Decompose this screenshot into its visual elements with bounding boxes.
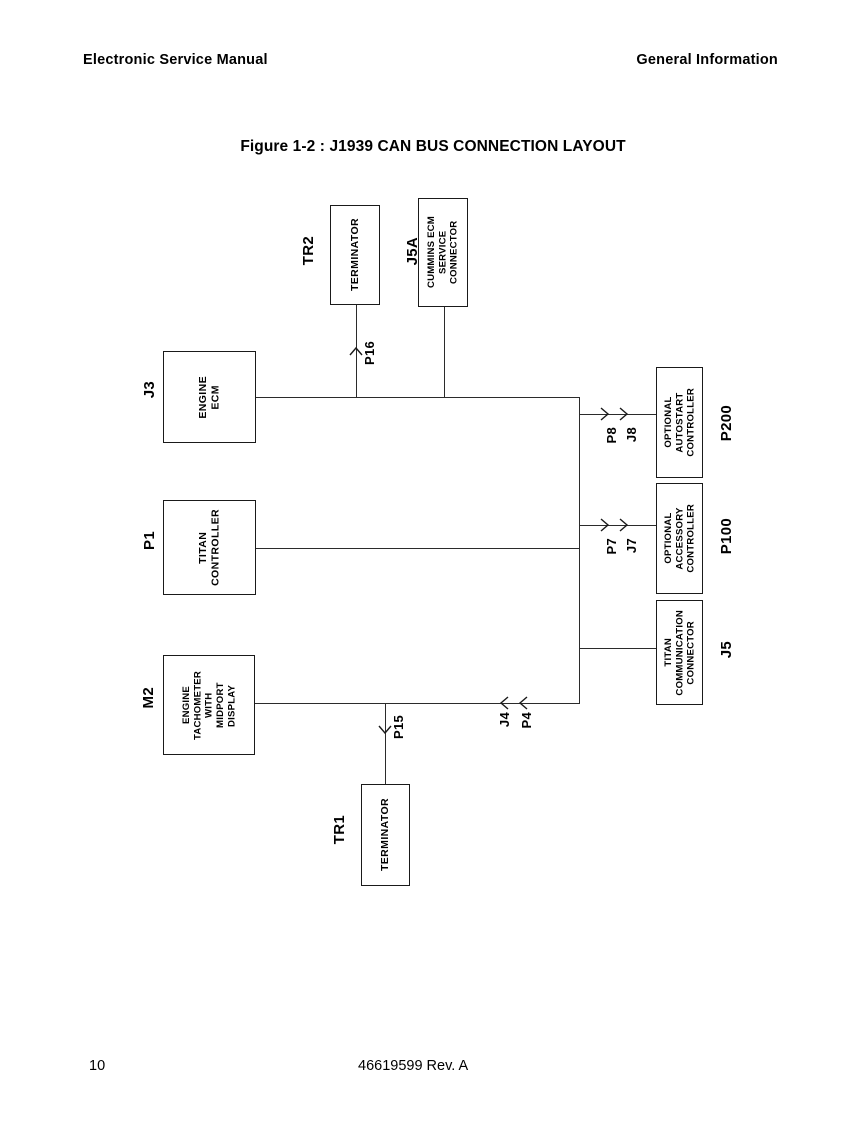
wire-bus-to-tr1 [385, 703, 386, 785]
box-j3-label: ENGINE ECM [197, 375, 222, 419]
wire-tr2-to-bus [356, 305, 357, 398]
box-j3-engine-ecm[interactable]: ENGINE ECM [163, 351, 256, 443]
box-ref-j5: J5 [718, 641, 735, 659]
connector-label-j7: J7 [624, 538, 639, 554]
connector-chevron-p7 [598, 518, 612, 532]
footer-document-number: 46619599 Rev. A [358, 1058, 469, 1074]
page-footer: 10 46619599 Rev. A [0, 1058, 866, 1080]
connector-chevron-p8 [598, 407, 612, 421]
wire-j3-to-trunk [256, 397, 580, 398]
box-p1-label: TITAN CONTROLLER [197, 509, 222, 586]
box-ref-p200: P200 [718, 405, 735, 442]
box-tr1-label: TERMINATOR [379, 798, 392, 872]
j1939-can-bus-diagram: P16 P8 J8 P7 J7 J4 P4 P15 TR2 TERMINATOR… [140, 198, 735, 886]
box-m2-label: ENGINE TACHOMETER WITH MIDPORT DISPLAY [180, 670, 237, 740]
wire-j5a-to-bus [444, 307, 445, 398]
box-tr2-terminator[interactable]: TERMINATOR [330, 205, 380, 305]
footer-page-number: 10 [89, 1058, 106, 1074]
header-right-title: General Information [636, 52, 778, 68]
wire-trunk-to-titan-comm [579, 648, 657, 649]
box-ref-p1: P1 [141, 531, 158, 550]
wire-main-trunk [579, 397, 580, 704]
box-ref-p100: P100 [718, 518, 735, 555]
header-left-title: Electronic Service Manual [83, 52, 268, 68]
box-p100-label: OPTIONAL ACCESSORY CONTROLLER [662, 504, 697, 573]
connector-chevron-p15 [378, 722, 392, 736]
connector-chevron-j4 [497, 696, 511, 710]
connector-chevron-p4 [516, 696, 530, 710]
connector-label-j8: J8 [624, 427, 639, 443]
connector-label-p8: P8 [604, 427, 619, 444]
connector-label-p4: P4 [519, 712, 534, 729]
connector-label-j4: J4 [497, 712, 512, 728]
box-j5-label: TITAN COMMUNICATION CONNECTOR [662, 609, 697, 696]
box-m2-engine-tachometer[interactable]: ENGINE TACHOMETER WITH MIDPORT DISPLAY [163, 655, 255, 755]
box-ref-m2: M2 [140, 687, 157, 709]
box-ref-tr2: TR2 [300, 236, 317, 266]
box-j5-titan-communication-connector[interactable]: TITAN COMMUNICATION CONNECTOR [656, 600, 703, 705]
box-ref-tr1: TR1 [331, 815, 348, 845]
wire-p1-to-trunk [256, 548, 580, 549]
box-p200-optional-autostart-controller[interactable]: OPTIONAL AUTOSTART CONTROLLER [656, 367, 703, 478]
connector-chevron-p16 [349, 345, 363, 359]
connector-chevron-j8 [617, 407, 631, 421]
page-header: Electronic Service Manual General Inform… [0, 52, 866, 76]
wire-trunk-to-accessory [579, 525, 657, 526]
wire-trunk-to-autostart [579, 414, 657, 415]
box-p200-label: OPTIONAL AUTOSTART CONTROLLER [662, 388, 697, 457]
connector-label-p15: P15 [391, 715, 406, 740]
connector-label-p16: P16 [362, 341, 377, 366]
box-j5a-label: CUMMINS ECM SERVICE CONNECTOR [426, 216, 460, 289]
connector-label-p7: P7 [604, 538, 619, 555]
box-tr2-label: TERMINATOR [348, 218, 361, 292]
box-tr1-terminator[interactable]: TERMINATOR [361, 784, 410, 886]
wire-m2-to-trunk [255, 703, 580, 704]
figure-title: Figure 1-2 : J1939 CAN BUS CONNECTION LA… [240, 138, 626, 155]
connector-chevron-j7 [617, 518, 631, 532]
box-p100-optional-accessory-controller[interactable]: OPTIONAL ACCESSORY CONTROLLER [656, 483, 703, 594]
box-p1-titan-controller[interactable]: TITAN CONTROLLER [163, 500, 256, 595]
box-j5a-cummins-ecm-service-connector[interactable]: CUMMINS ECM SERVICE CONNECTOR [418, 198, 468, 307]
box-ref-j3: J3 [141, 381, 158, 399]
